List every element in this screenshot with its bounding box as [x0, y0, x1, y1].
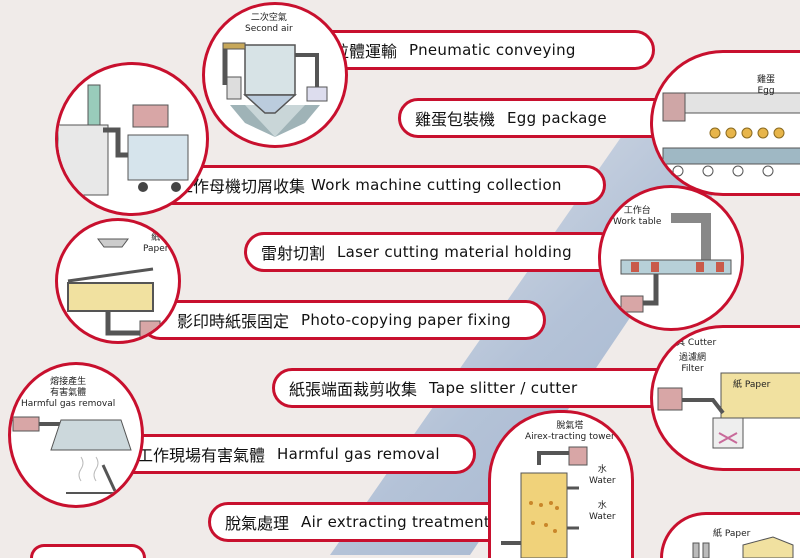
- egg-package-illustration: 雞蛋 Egg: [650, 50, 800, 196]
- paper-label-photo: 紙 Paper: [143, 233, 169, 254]
- laser-cutting-illustration: 工作台 Work table: [598, 185, 744, 331]
- photo-copying-label: 影印時紙張固定 Photo-copying paper fixing: [140, 300, 546, 340]
- air-extracting-diagram: [501, 446, 588, 558]
- egg-package-diagram: [662, 92, 800, 177]
- air-extracting-label: 脫氣處理 Air extracting treatment: [208, 502, 538, 542]
- egg-label: 雞蛋 Egg: [757, 75, 776, 96]
- work-machine-diagram: [58, 84, 189, 196]
- paper-label-partial: 紙 Paper: [713, 529, 751, 539]
- tape-slitter-label: 紙張端面裁剪收集 Tape slitter / cutter: [272, 368, 678, 408]
- harmful-gas-diagram: [12, 416, 132, 494]
- tape-slitter-illustration: 刀具 Cutter 過濾網 Filter 紙 Paper: [650, 325, 800, 471]
- paper-label-tape: 紙 Paper: [733, 380, 771, 390]
- harmful-gas-source-label: 熔接產生 有害氣體 Harmful gas removal: [21, 377, 116, 409]
- partial-paper-diagram: [692, 536, 794, 558]
- cutter-label: 刀具 Cutter: [667, 338, 717, 348]
- pneumatic-conveying-illustration: 二次空氣 Second air: [202, 2, 348, 148]
- photo-copying-illustration: 紙 Paper: [55, 218, 181, 344]
- harmful-gas-label: 工作現場有害氣體 Harmful gas removal: [110, 434, 476, 474]
- tape-slitter-diagram: [657, 372, 800, 449]
- air-tower-label: 脫氣塔 Airex-tracting tower: [525, 421, 615, 442]
- air-extracting-illustration: 脫氣塔 Airex-tracting tower 水 Water 水 Water: [488, 410, 634, 558]
- egg-package-label: 雞蛋包裝機 Egg package: [398, 98, 698, 138]
- partial-paper-illustration: 紙 Paper: [660, 512, 800, 558]
- harmful-gas-illustration: 熔接產生 有害氣體 Harmful gas removal: [8, 362, 144, 508]
- laser-cutting-diagram: [620, 213, 732, 313]
- pneumatic-conveying-diagram: [222, 42, 328, 137]
- work-machine-illustration: [55, 62, 209, 216]
- second-air-label: 二次空氣 Second air: [245, 13, 293, 34]
- laser-cutting-label: 雷射切割 Laser cutting material holding: [244, 232, 620, 272]
- water-label-1: 水 Water: [589, 465, 616, 486]
- partial-circle-bottom-left: [30, 544, 146, 558]
- photo-copying-diagram: [67, 238, 161, 340]
- water-label-2: 水 Water: [589, 501, 616, 522]
- filter-label: 過濾網 Filter: [679, 353, 707, 374]
- work-table-label: 工作台 Work table: [613, 206, 662, 227]
- pneumatic-conveying-label: 粉粒體運輸 Pneumatic conveying: [300, 30, 655, 70]
